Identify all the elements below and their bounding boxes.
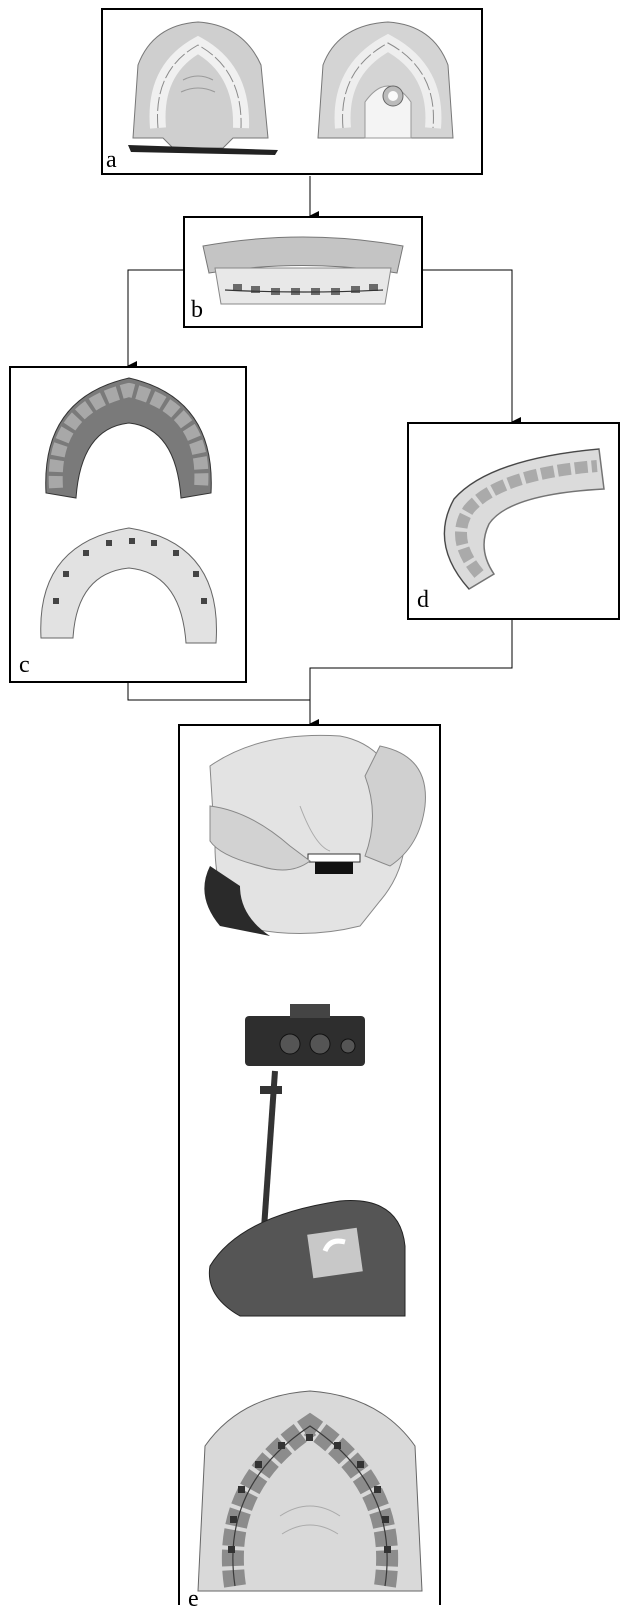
scan-result-image [180,726,439,1603]
panel-c: c [9,366,247,683]
arrow-b-to-d [423,270,512,422]
arrow-b-to-c [128,270,186,366]
panel-e: e [178,724,441,1605]
brackets-model-image [185,218,421,326]
panel-d-label: d [417,588,429,612]
transparent-tray-image [409,424,618,618]
tray-and-model-image [11,368,245,681]
panel-d: d [407,422,620,620]
panel-a: a [101,8,483,175]
panel-a-label: a [106,148,117,172]
arrow-d-to-e [310,620,512,724]
panel-b-label: b [191,298,203,322]
panel-e-label: e [188,1587,199,1611]
panel-b: b [183,216,423,328]
line-c-to-e [128,683,310,700]
upper-cast-image [103,10,481,173]
panel-c-label: c [19,653,30,677]
